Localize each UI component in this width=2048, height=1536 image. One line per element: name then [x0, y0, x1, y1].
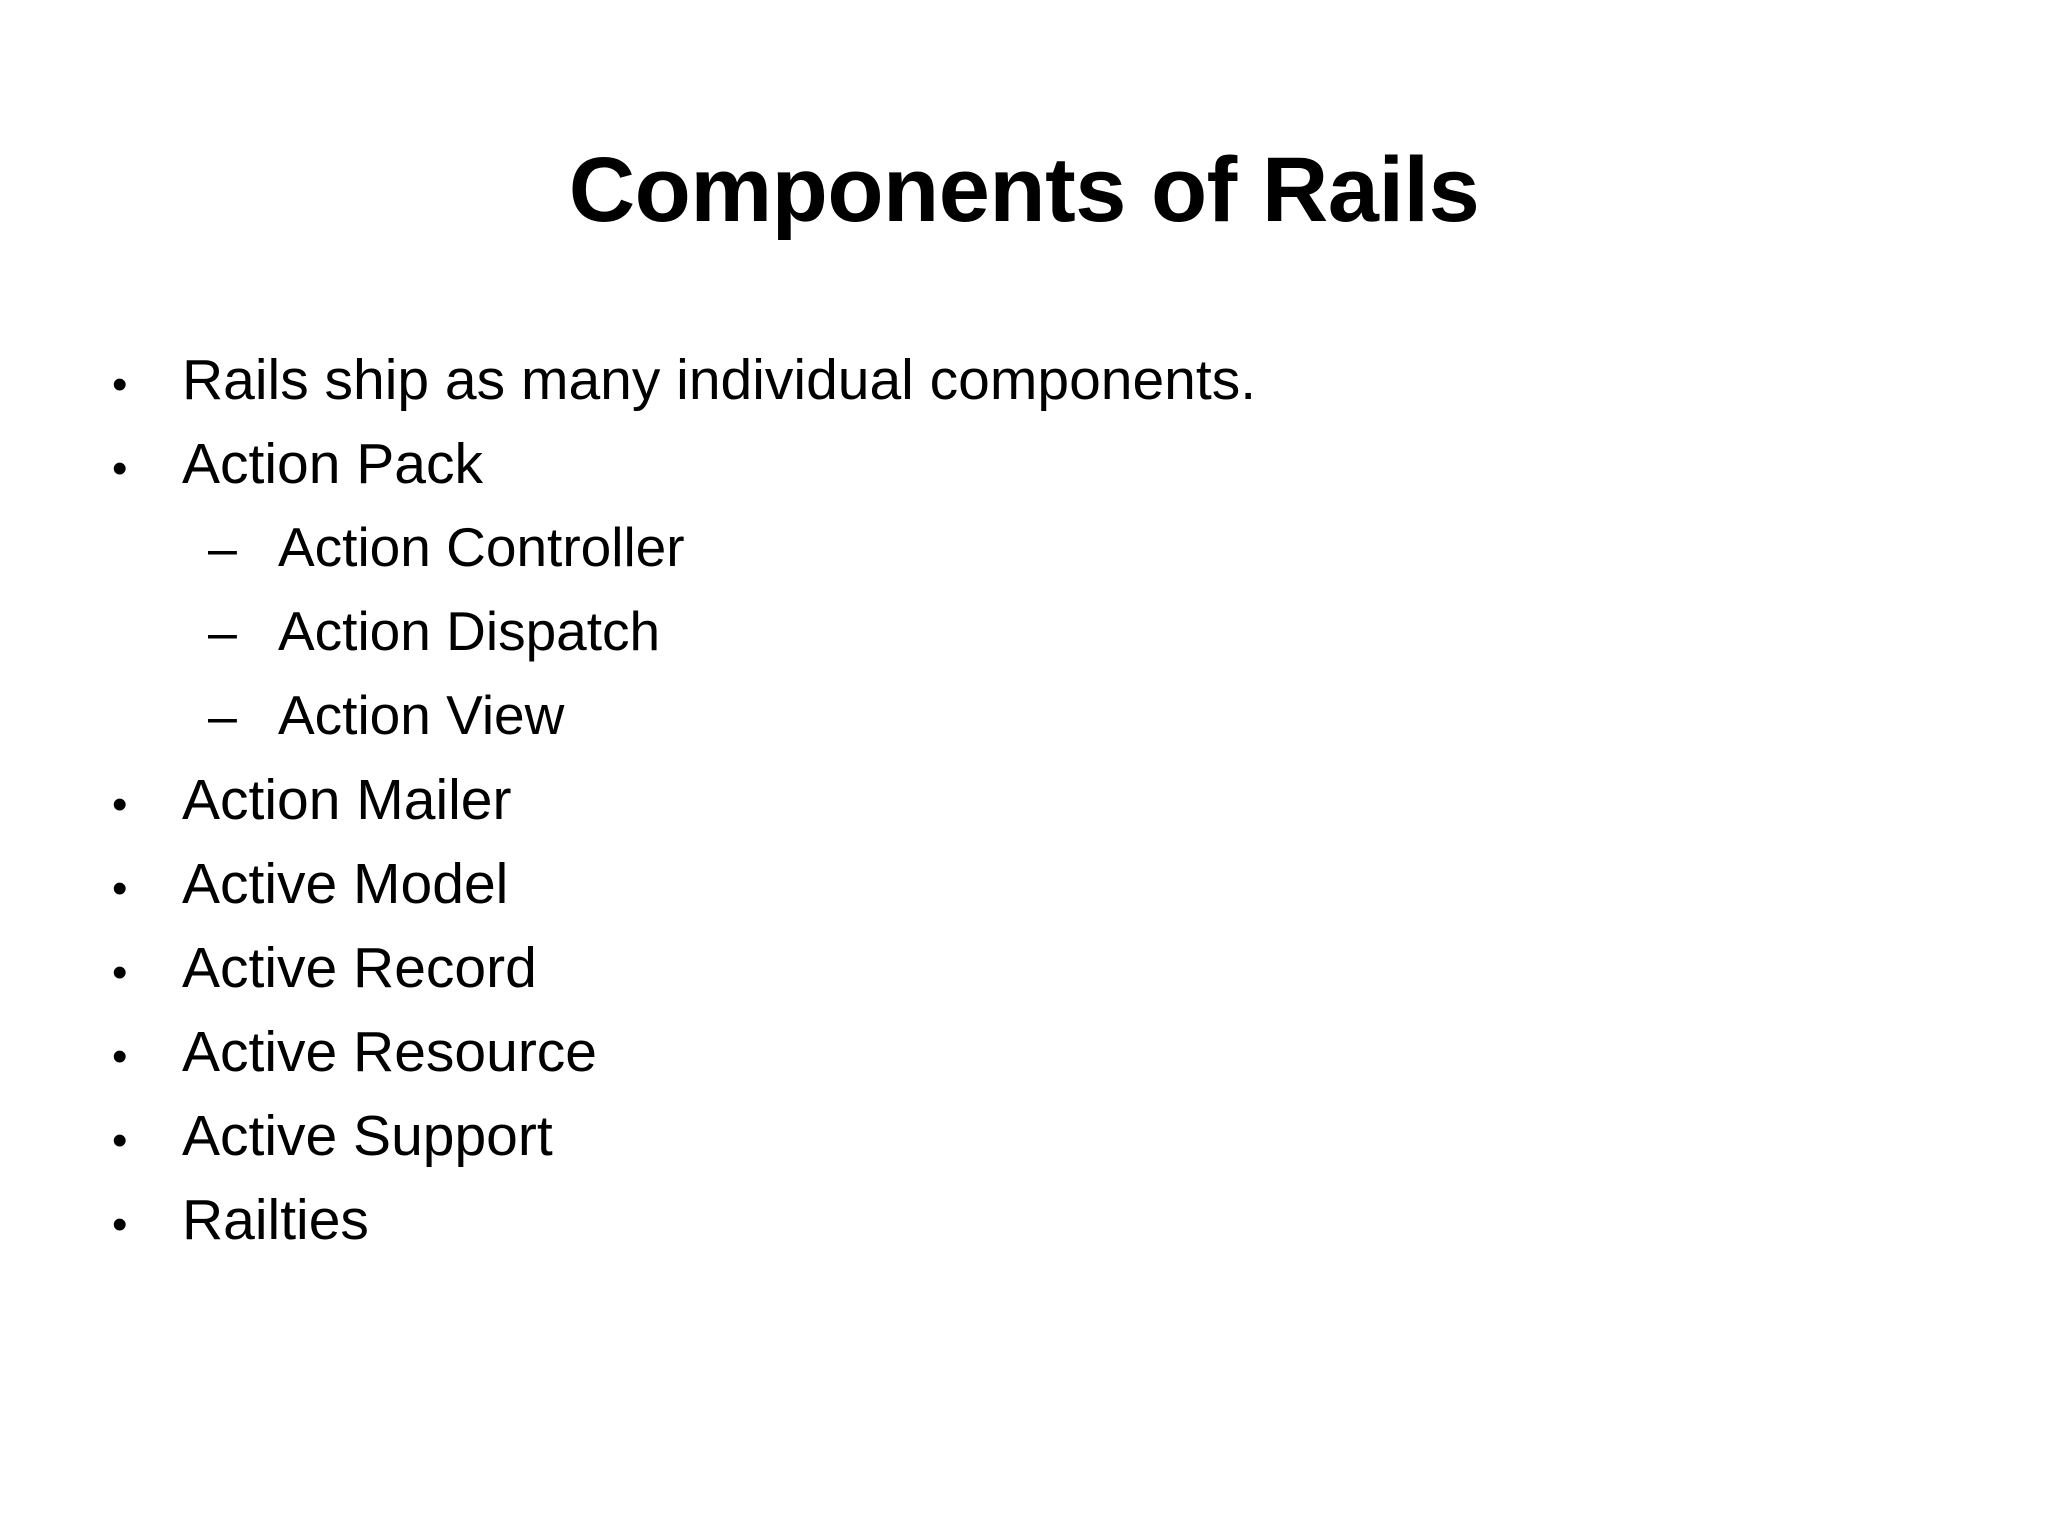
list-item[interactable]: • Action Pack: [0, 436, 2048, 520]
list-item[interactable]: • Active Model: [0, 856, 2048, 940]
list-item[interactable]: – Action Dispatch: [0, 604, 2048, 688]
bullet-marker-icon: •: [112, 948, 128, 997]
list-item-label: Active Support: [182, 1104, 553, 1168]
list-item[interactable]: • Railties: [0, 1192, 2048, 1276]
list-item-label: Action View: [278, 684, 565, 746]
list-item[interactable]: • Active Resource: [0, 1024, 2048, 1108]
list-item[interactable]: • Rails ship as many individual componen…: [0, 352, 2048, 436]
bullet-marker-icon: •: [112, 1032, 128, 1081]
list-item-label: Action Mailer: [182, 768, 512, 832]
dash-marker-icon: –: [208, 688, 237, 746]
list-item-label: Active Resource: [182, 1020, 598, 1084]
page-title: Components of Rails: [568, 138, 1480, 241]
list-item-label: Active Record: [182, 936, 537, 1000]
bullet-list: • Rails ship as many individual componen…: [0, 352, 2048, 1276]
bullet-marker-icon: •: [112, 780, 128, 829]
bullet-marker-icon: •: [112, 1116, 128, 1165]
list-item-label: Railties: [182, 1188, 369, 1252]
list-item[interactable]: • Active Record: [0, 940, 2048, 1024]
list-item-label: Rails ship as many individual components…: [182, 348, 1257, 412]
list-item[interactable]: • Active Support: [0, 1108, 2048, 1192]
bullet-marker-icon: •: [112, 444, 128, 493]
list-item-label: Action Pack: [182, 432, 483, 496]
dash-marker-icon: –: [208, 520, 237, 578]
bullet-marker-icon: •: [112, 864, 128, 913]
list-item[interactable]: – Action View: [0, 688, 2048, 772]
bullet-marker-icon: •: [112, 360, 128, 409]
list-item-label: Action Controller: [278, 516, 685, 578]
bullet-marker-icon: •: [112, 1200, 128, 1249]
list-item-label: Action Dispatch: [278, 600, 661, 662]
list-item[interactable]: – Action Controller: [0, 520, 2048, 604]
list-item-label: Active Model: [182, 852, 509, 916]
list-item[interactable]: • Action Mailer: [0, 772, 2048, 856]
dash-marker-icon: –: [208, 604, 237, 662]
